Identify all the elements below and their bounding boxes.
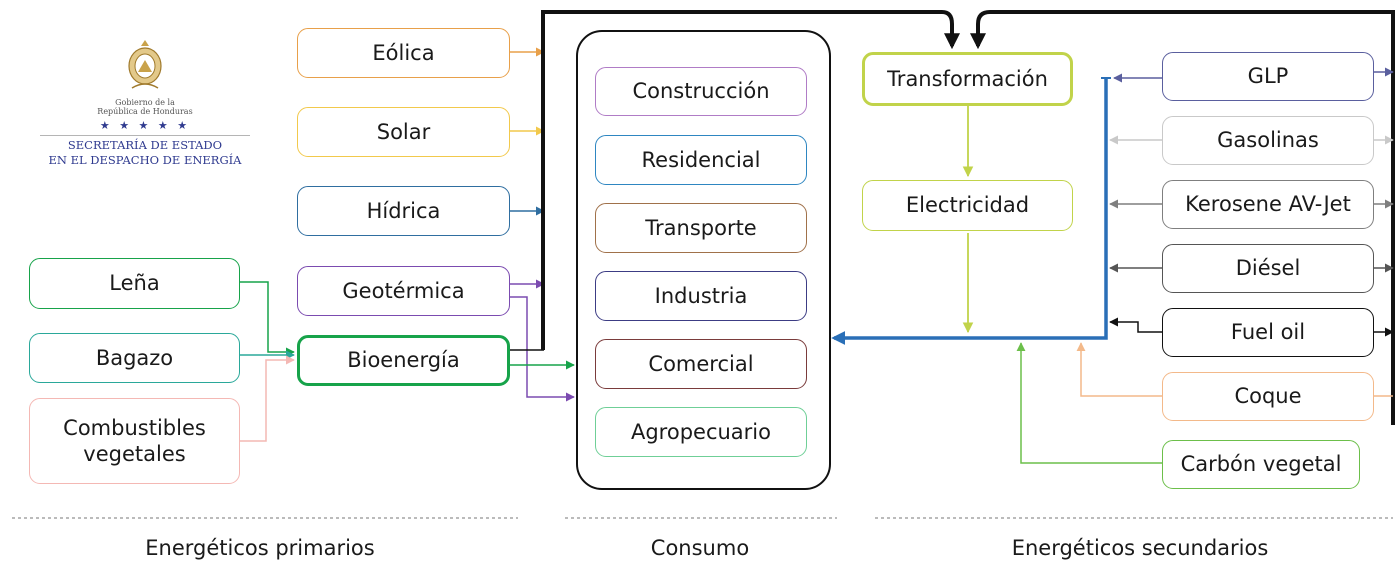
node-combustibles-vegetales: Combustibles vegetales [29, 398, 240, 484]
node-construccion: Construcción [595, 67, 807, 116]
logo-gov-line2: República de Honduras [97, 107, 193, 117]
node-comercial: Comercial [595, 339, 807, 389]
node-gasolinas: Gasolinas [1162, 116, 1374, 165]
flow-lena [240, 281, 295, 357]
node-industria: Industria [595, 271, 807, 321]
node-diesel: Diésel [1162, 244, 1374, 293]
logo-sec-line1: SECRETARÍA DE ESTADO [67, 138, 223, 153]
node-eolica: Eólica [297, 28, 510, 78]
section-label-consumo: Consumo [650, 536, 750, 560]
flow-coque-left [1076, 342, 1162, 397]
node-hidrica: Hídrica [297, 186, 510, 236]
node-geotermica: Geotérmica [297, 266, 510, 316]
node-lena: Leña [29, 258, 240, 309]
honduras-coat-of-arms-icon [128, 40, 162, 89]
node-bagazo: Bagazo [29, 333, 240, 383]
logo-stars: ★ ★ ★ ★ ★ [40, 119, 250, 137]
section-label-secundarios: Energéticos secundarios [1011, 536, 1269, 560]
flow-combustibles [240, 355, 295, 442]
logo-gov-line1: Gobierno de la [115, 98, 175, 107]
node-transporte: Transporte [595, 203, 807, 253]
node-carbon-vegetal: Carbón vegetal [1162, 440, 1360, 489]
section-label-primarios: Energéticos primarios [145, 536, 375, 560]
node-transformacion: Transformación [862, 52, 1073, 106]
loop-primary-to-transformacion [541, 10, 960, 350]
loop-secondary-to-transformacion [970, 10, 1395, 425]
logo-secretaria-energia: Gobierno de la República de Honduras ★ ★… [40, 36, 250, 167]
flow-secondary-to-consumo [831, 78, 1108, 345]
logo-sec-line2: EN EL DESPACHO DE ENERGÍA [48, 152, 242, 167]
node-electricidad: Electricidad [862, 180, 1073, 231]
flow-carbon-left [1016, 342, 1162, 464]
node-residencial: Residencial [595, 135, 807, 185]
node-solar: Solar [297, 107, 510, 157]
logo-secretaria-text: SECRETARÍA DE ESTADO EN EL DESPACHO DE E… [40, 138, 250, 167]
node-coque: Coque [1162, 372, 1374, 421]
flow-geotermica-2 [510, 296, 575, 402]
flow-fueloil-left [1109, 317, 1162, 333]
node-bioenergia: Bioenergía [297, 335, 510, 386]
node-glp: GLP [1162, 52, 1374, 101]
node-agropecuario: Agropecuario [595, 407, 807, 457]
node-kerosene: Kerosene AV-Jet [1162, 180, 1374, 229]
logo-gobierno-text: Gobierno de la República de Honduras [40, 98, 250, 116]
node-fuel-oil: Fuel oil [1162, 308, 1374, 357]
